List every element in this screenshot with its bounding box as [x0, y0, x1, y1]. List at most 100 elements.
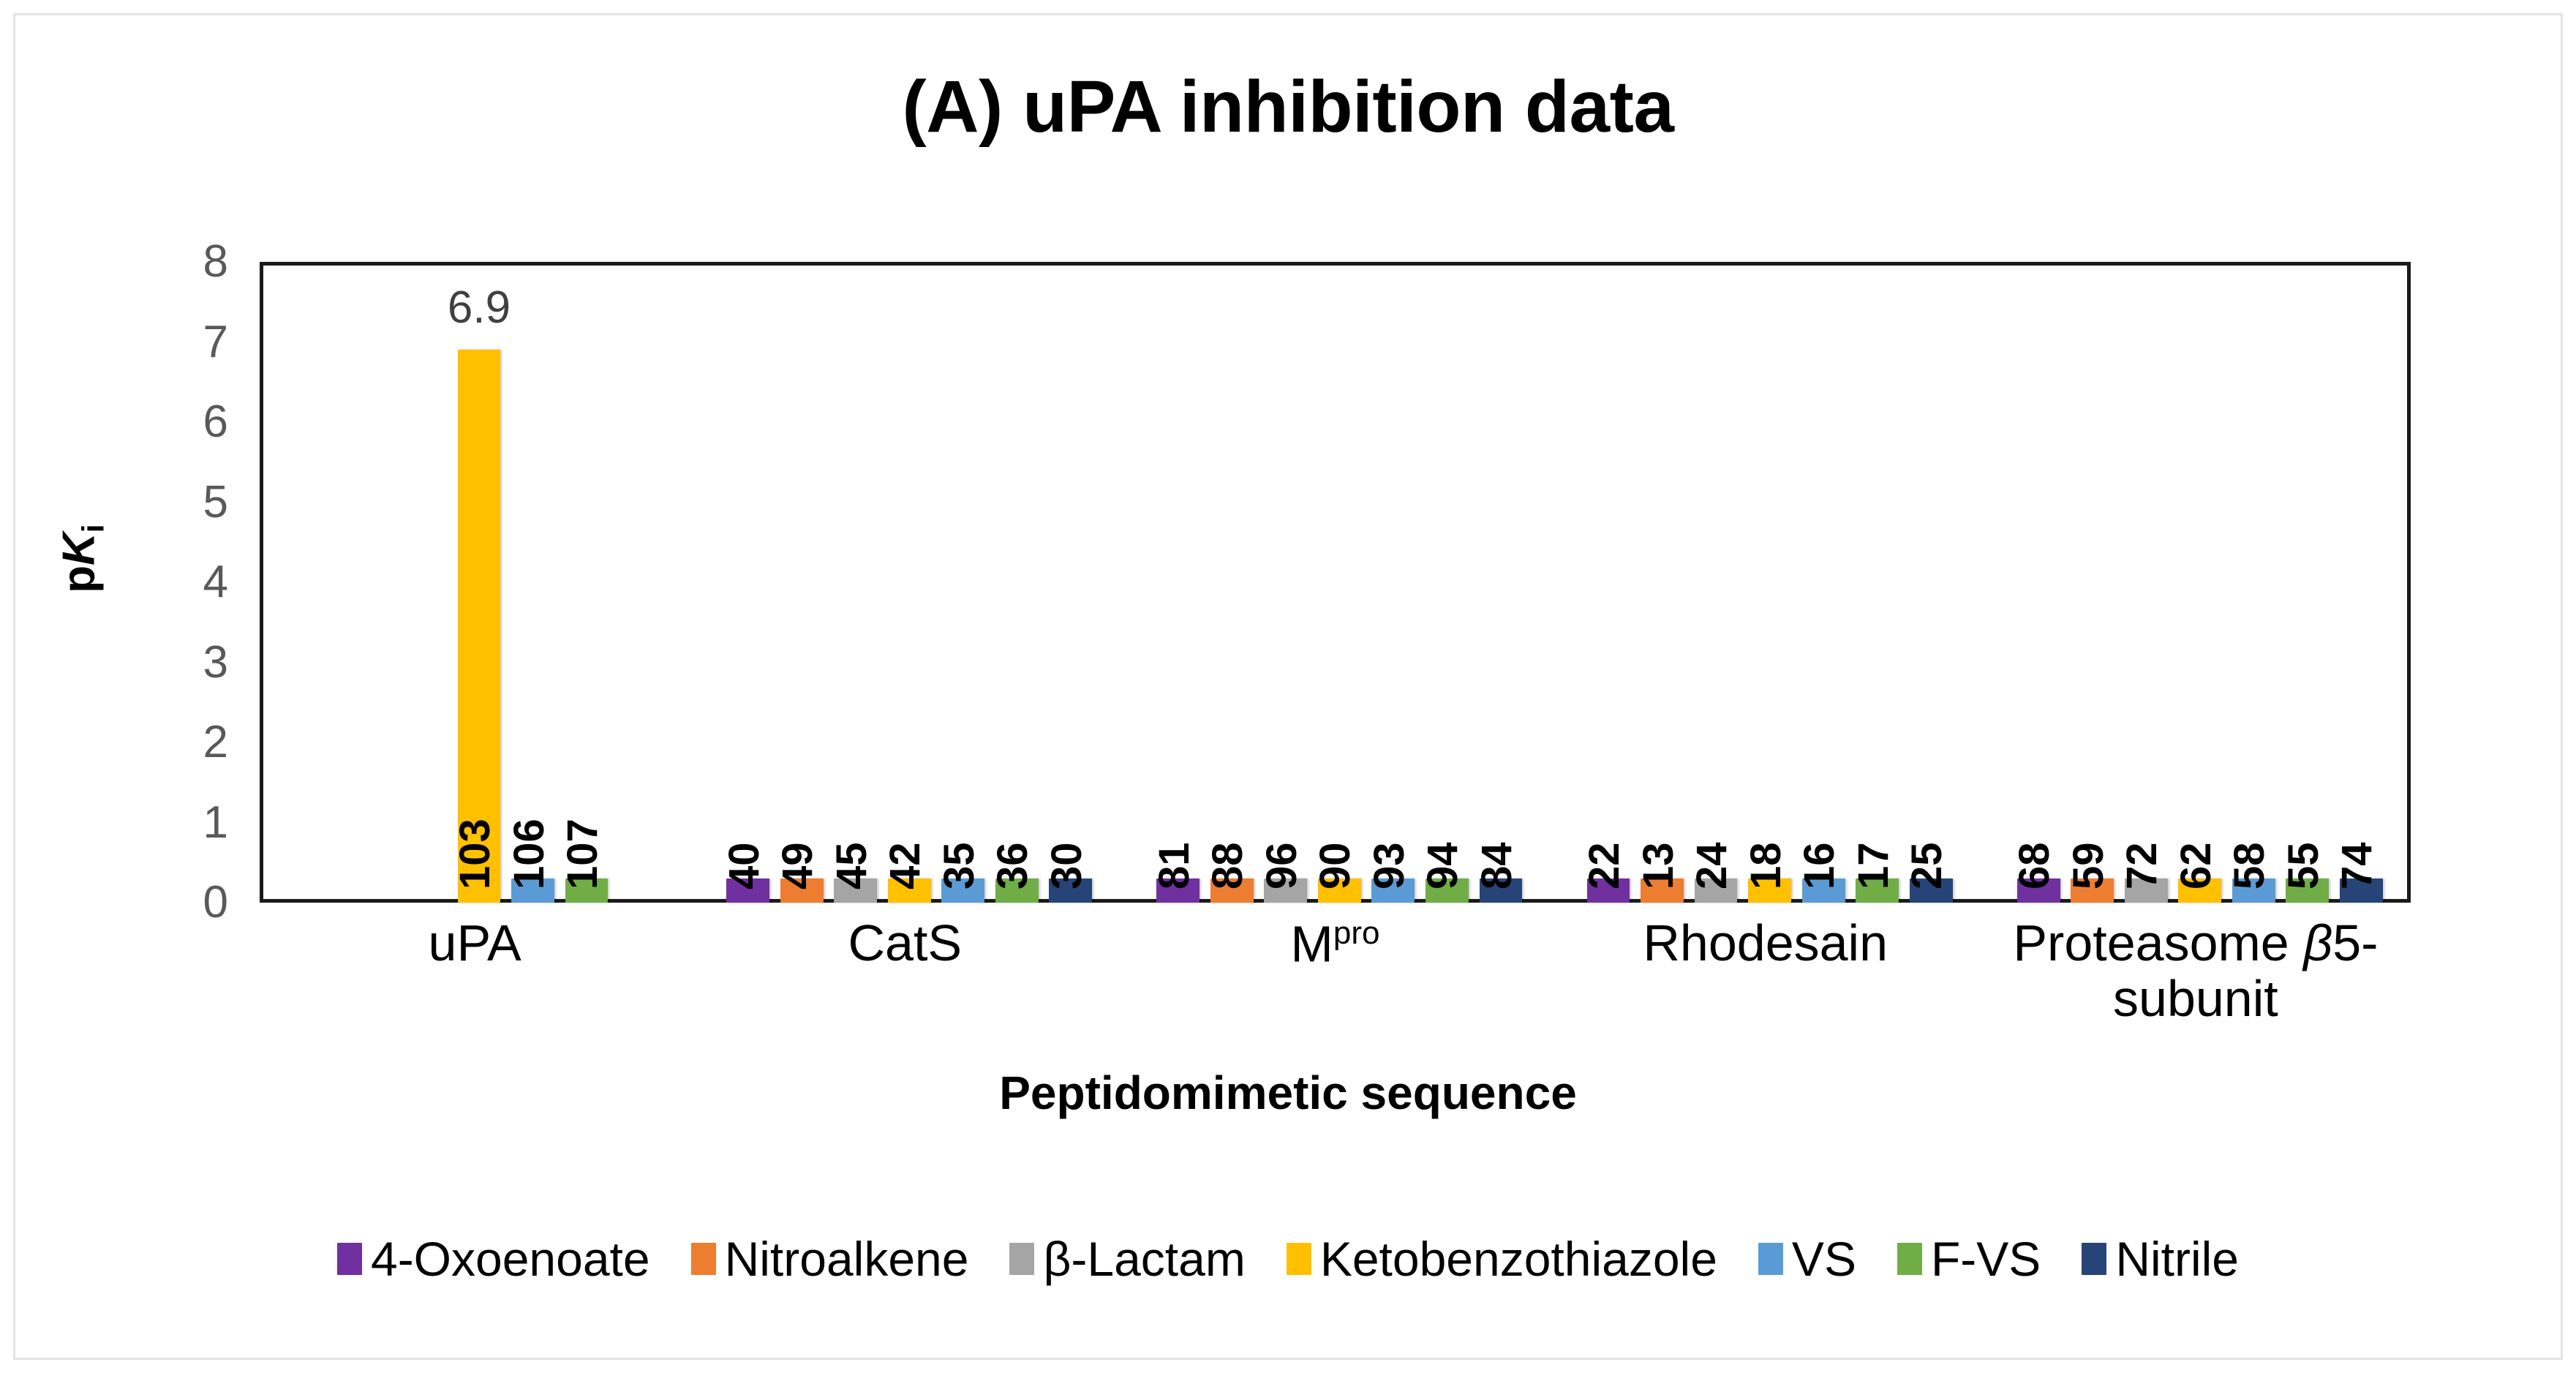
y-axis-tick: 5 [203, 476, 228, 527]
bar-sequence-label: 58 [2226, 842, 2274, 889]
bar [2286, 879, 2330, 903]
bar-sequence-label: 25 [1903, 842, 1951, 889]
y-axis-tick: 7 [203, 316, 228, 367]
legend-item[interactable]: 4-Oxoenoate [337, 1235, 650, 1283]
bar-sequence-label: 96 [1257, 842, 1306, 889]
bar [780, 879, 824, 903]
bar-sequence-label: 107 [559, 819, 607, 889]
bar [2071, 879, 2114, 903]
legend-swatch-icon [690, 1243, 716, 1275]
y-axis-tick: 8 [203, 236, 228, 287]
bar [1317, 879, 1361, 903]
plot-area [260, 262, 2411, 903]
bar [1264, 879, 1308, 903]
bar-value-label: 6.9 [447, 282, 511, 334]
bar [1909, 879, 1953, 903]
bar [1694, 879, 1738, 903]
x-axis-category-label: CatS [848, 914, 963, 971]
bar [941, 879, 985, 903]
bar-sequence-label: 62 [2172, 842, 2220, 889]
bar-sequence-label: 30 [1042, 842, 1091, 889]
x-axis-title: Peptidomimetic sequence [999, 1067, 1577, 1119]
y-axis-tick: 1 [203, 797, 228, 848]
x-axis-category-label: Mpro [1290, 915, 1380, 973]
bar-sequence-label: 72 [2118, 842, 2166, 889]
legend-label: 4-Oxoenoate [371, 1232, 650, 1286]
bar [2339, 879, 2383, 903]
legend-swatch-icon [1009, 1243, 1035, 1275]
bar-sequence-label: 36 [989, 842, 1037, 889]
bar [1426, 879, 1469, 903]
bar [511, 879, 554, 903]
bar-sequence-label: 103 [451, 819, 499, 889]
bar [1586, 879, 1630, 903]
bar-sequence-label: 84 [1472, 842, 1521, 889]
legend-swatch-icon [1286, 1243, 1311, 1275]
bar-sequence-label: 68 [2011, 842, 2059, 889]
bar-sequence-label: 16 [1796, 842, 1844, 889]
bar [565, 879, 609, 903]
chart-title: (A) uPA inhibition data [902, 66, 1674, 148]
bar-sequence-label: 59 [2064, 842, 2112, 889]
legend-item[interactable]: VS [1758, 1235, 1856, 1283]
y-axis-title: pKi [53, 524, 110, 593]
bar-sequence-label: 90 [1311, 842, 1360, 889]
bar [2232, 879, 2275, 903]
bar [834, 879, 878, 903]
bar [1210, 879, 1254, 903]
legend-item[interactable]: Nitroalkene [690, 1232, 969, 1286]
legend-item[interactable]: Ketobenzothiazole [1286, 1232, 1717, 1286]
legend-item[interactable]: F-VS [1897, 1235, 2041, 1283]
bar [1156, 879, 1200, 903]
bar [887, 879, 931, 903]
bar-sequence-label: 94 [1419, 842, 1467, 889]
legend-label: Ketobenzothiazole [1319, 1232, 1717, 1286]
bar [1856, 879, 1899, 903]
bar-sequence-label: 55 [2279, 842, 2327, 889]
legend-swatch-icon [337, 1243, 362, 1275]
bar [2124, 879, 2168, 903]
bar [457, 350, 501, 903]
bar [1049, 879, 1093, 903]
y-axis-tick: 2 [203, 717, 228, 767]
legend-item[interactable]: β-Lactam [1009, 1232, 1246, 1286]
y-axis-tick: 0 [203, 877, 228, 928]
bar [1371, 879, 1415, 903]
x-axis-category-label: Rhodesain [1643, 914, 1888, 971]
x-axis-category-label: Proteasome β5-subunit [2013, 914, 2379, 1027]
legend-label: Nitroalkene [724, 1232, 969, 1286]
bar [2016, 879, 2060, 903]
legend-label: F-VS [1930, 1232, 2041, 1286]
legend-swatch-icon [2082, 1243, 2107, 1275]
legend: 4-Oxoenoate Nitroalkene β-Lactam Ketobenzot… [0, 1235, 2576, 1283]
bar-sequence-label: 42 [881, 842, 930, 889]
bar [2178, 879, 2222, 903]
bar-sequence-label: 22 [1581, 842, 1628, 889]
y-axis-tick: 4 [203, 557, 228, 607]
bar [1479, 879, 1523, 903]
bar-sequence-label: 49 [774, 842, 822, 889]
legend-item[interactable]: Nitrile [2082, 1235, 2239, 1283]
bar [1641, 879, 1684, 903]
bar-sequence-label: 13 [1634, 842, 1682, 889]
bar-sequence-label: 106 [505, 819, 553, 889]
bar-sequence-label: 45 [827, 842, 875, 889]
bar [726, 879, 769, 903]
legend-swatch-icon [1897, 1243, 1922, 1275]
legend-label: VS [1791, 1232, 1856, 1286]
bar-sequence-label: 35 [935, 842, 983, 889]
bar [1748, 879, 1791, 903]
bar-sequence-label: 18 [1741, 842, 1790, 889]
bar-sequence-label: 40 [720, 842, 768, 889]
y-axis-tick: 6 [203, 396, 228, 447]
bar-sequence-label: 17 [1849, 842, 1897, 889]
bar-sequence-label: 93 [1365, 842, 1413, 889]
legend-label: β-Lactam [1043, 1232, 1246, 1286]
bar [1801, 879, 1845, 903]
legend-label: Nitrile [2115, 1232, 2239, 1286]
legend-swatch-icon [1758, 1243, 1783, 1275]
